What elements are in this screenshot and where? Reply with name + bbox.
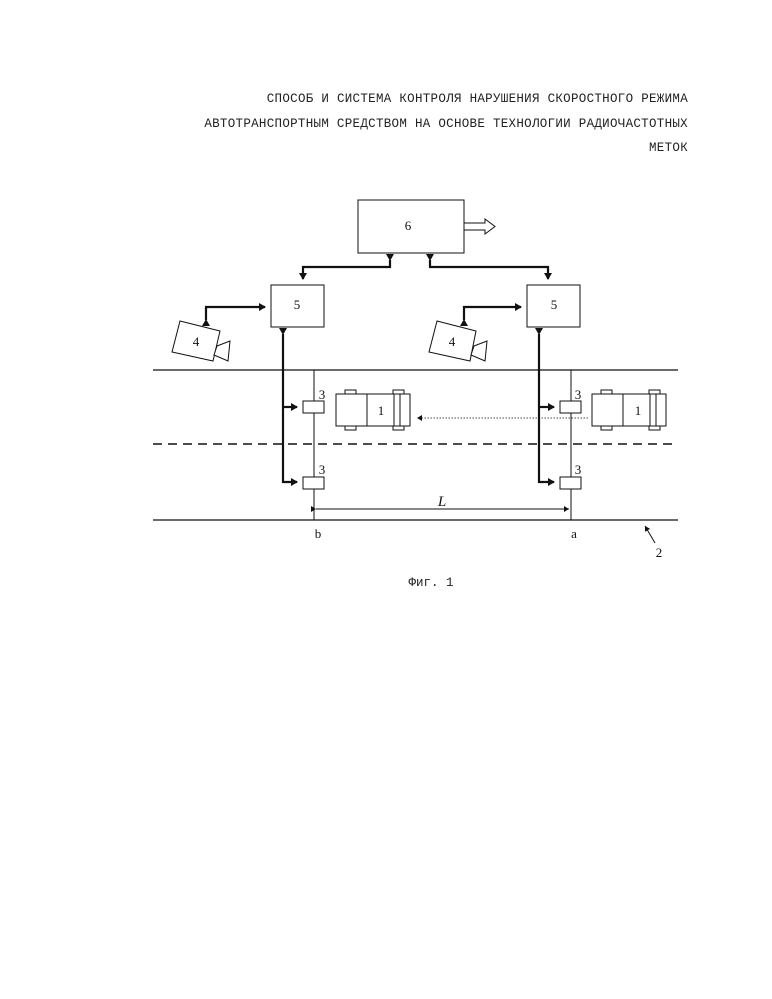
vehicle-label-right: 1: [635, 403, 642, 418]
controller-block-right: 5: [527, 285, 580, 327]
camera-controller-links: [206, 307, 521, 320]
road: [153, 370, 678, 520]
road-pointer: [645, 526, 655, 543]
distance-dimension: L: [316, 494, 569, 510]
reader-label: 3: [319, 462, 326, 477]
road-label: 2: [656, 545, 663, 560]
reader-label: 3: [575, 387, 582, 402]
camera-icon: 4: [429, 321, 487, 361]
controller-block-left: 5: [271, 285, 324, 327]
output-arrow: [464, 219, 495, 234]
controller-label-left: 5: [294, 297, 301, 312]
vehicle-label-left: 1: [378, 403, 385, 418]
vehicle-icon: 1: [336, 390, 410, 430]
reader-label: 3: [575, 462, 582, 477]
point-label-b: b: [315, 526, 322, 541]
server-block: 6: [358, 200, 464, 253]
controller-label-right: 5: [551, 297, 558, 312]
figure-caption: Фиг. 1: [408, 576, 453, 590]
point-label-a: a: [571, 526, 577, 541]
camera-label-right: 4: [449, 334, 456, 349]
distance-label: L: [437, 494, 446, 510]
reader-label: 3: [319, 387, 326, 402]
server-label: 6: [405, 218, 412, 233]
camera-label-left: 4: [193, 334, 200, 349]
camera-icon: 4: [172, 321, 230, 361]
server-controller-links: [303, 260, 548, 279]
vehicle-icon: 1: [592, 390, 666, 430]
